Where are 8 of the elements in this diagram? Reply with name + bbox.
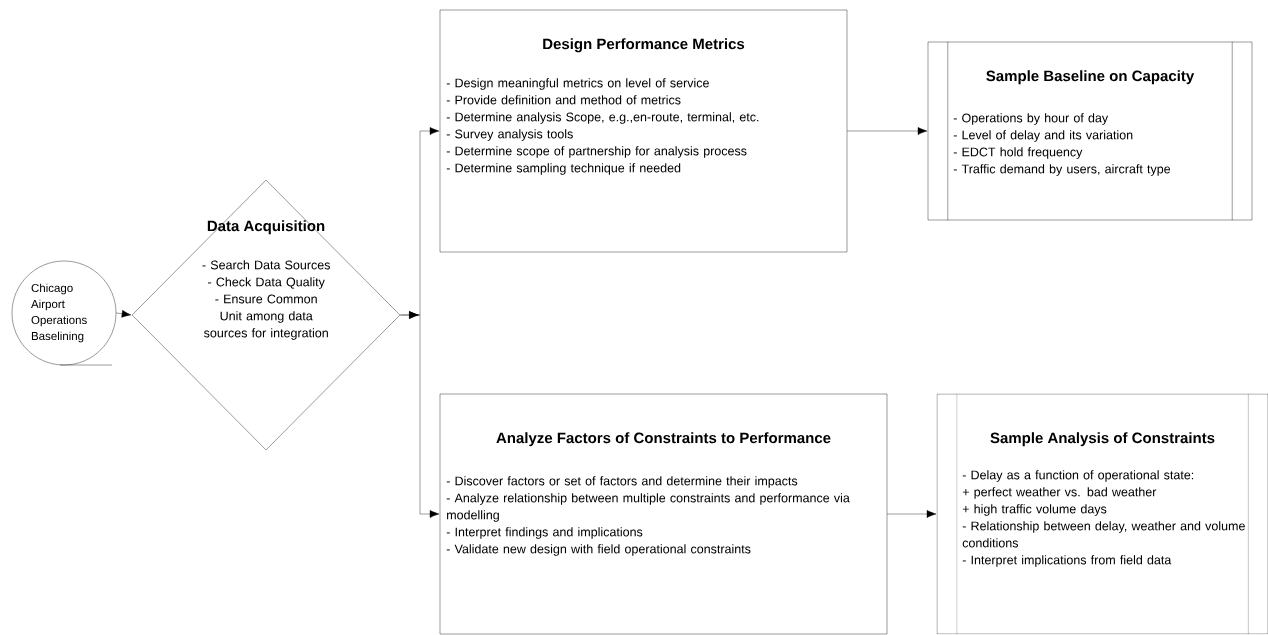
- predefined-process-box: Sample Analysis of Constraints - Delay as a function of operational state: + perfect weather vs. bad weather + high traffic volume days - Relationship between delay, weather and volume conditions - Interpret implications from field data: [936, 393, 1268, 635]
- predefined-process-box: Sample Baseline on Capacity - Operations by hour of day - Level of delay and its variation - EDCT hold frequency - Traffic demand by users, aircraft type: [927, 41, 1253, 221]
- process-box: Design Performance Metrics - Design meaningful metrics on level of service - Provide definition and method of metrics - Determine analysis Scope, e.g.,en-route, terminal, etc. - Survey analysis tools - Determine scope of partnership for analysis process - Determine sampling technique if needed: [439, 9, 848, 253]
- arrow: [847, 127, 928, 135]
- arrow: [400, 311, 440, 518]
- arrow: [116, 309, 132, 318]
- arrow: [887, 510, 937, 518]
- process-box: Analyze Factors of Constraints to Performance - Discover factors or set of factors and determine their impacts - Analyze relationship between multiple constraints and performance via modelling - Interpret findings and implications - Validate new design with field operational constraints: [439, 393, 888, 635]
